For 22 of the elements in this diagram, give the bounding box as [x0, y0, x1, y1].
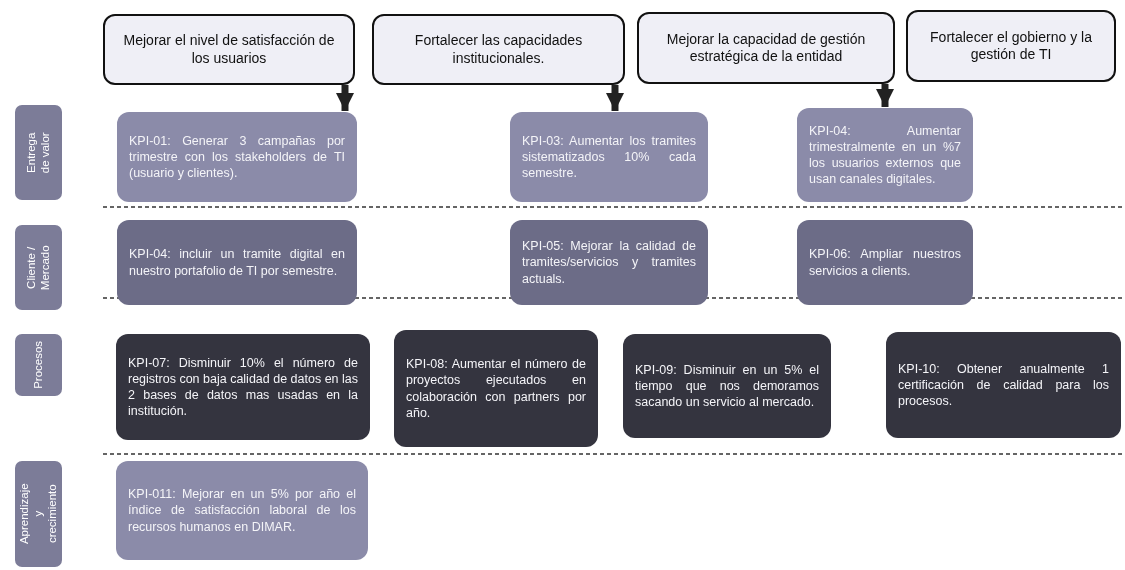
kpi-box: KPI-011: Mejorar en un 5% por año el índice de satisfacción laboral de los recursos humanos en DIMAR.: [116, 461, 368, 560]
kpi-box: KPI-05: Mejorar la calidad de tramites/servicios y tramites actuals.: [510, 220, 708, 305]
kpi-box: KPI-06: Ampliar nuestros servicios a clients.: [797, 220, 973, 305]
perspective-label: Aprendizaje y crecimiento: [15, 461, 62, 567]
perspective-label: Entrega de valor: [15, 105, 62, 200]
arrow: [336, 85, 354, 111]
kpi-box: KPI-04: Aumentar trimestralmente en un %7 los usuarios externos que usan canales digitales.: [797, 108, 973, 202]
kpi-box: KPI-10: Obtener anualmente 1 certificación de calidad para los procesos.: [886, 332, 1121, 438]
kpi-box: KPI-08: Aumentar el número de proyectos ejecutados en colaboración con partners por año.: [394, 330, 598, 447]
arrow: [876, 84, 894, 107]
perspective-label: Procesos: [15, 334, 62, 396]
kpi-box: KPI-07: Disminuir 10% el número de registros con baja calidad de datos en las 2 bases de datos mas usadas en la institución.: [116, 334, 370, 440]
kpi-box: KPI-01: Generar 3 campañas por trimestre con los stakeholders de TI (usuario y clientes).: [117, 112, 357, 202]
perspective-label: Cliente / Mercado: [15, 225, 62, 310]
objective-box: Fortalecer las capacidades institucionales.: [372, 14, 625, 85]
arrow: [606, 85, 624, 111]
kpi-box: KPI-09: Disminuir en un 5% el tiempo que nos demoramos sacando un servicio al mercado.: [623, 334, 831, 438]
kpi-box: KPI-04: incluir un tramite digital en nuestro portafolio de TI por semestre.: [117, 220, 357, 305]
objective-box: Fortalecer el gobierno y la gestión de TI: [906, 10, 1116, 82]
objective-box: Mejorar el nivel de satisfacción de los usuarios: [103, 14, 355, 85]
objective-box: Mejorar la capacidad de gestión estratégica de la entidad: [637, 12, 895, 84]
kpi-box: KPI-03: Aumentar los tramites sistematizados 10% cada semestre.: [510, 112, 708, 202]
